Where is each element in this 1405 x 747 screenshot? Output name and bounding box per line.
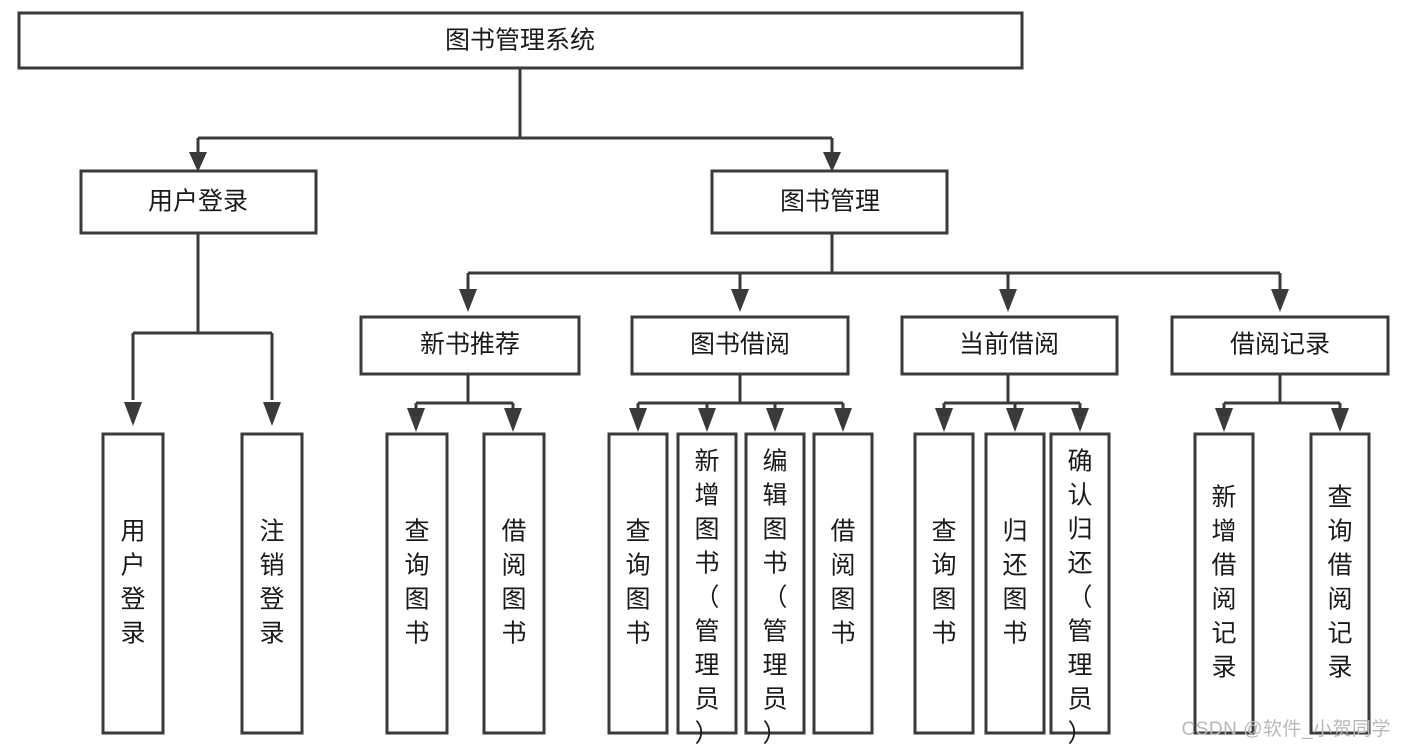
node-leaf-add-book[interactable]: 新增图书（管理员）: [676, 432, 738, 747]
node-user-login-label: 用户登录: [148, 188, 248, 216]
node-new-book-rec-box[interactable]: [359, 315, 581, 376]
node-book-borrow-label: 图书借阅: [690, 331, 790, 359]
node-book-manage-label: 图书管理: [780, 188, 880, 216]
node-new-book-rec[interactable]: 新书推荐: [359, 315, 581, 376]
node-leaf-user-login[interactable]: 用户登录: [101, 432, 165, 735]
arrow-to-leaf-add-book: [698, 408, 716, 432]
node-leaf-confirm-return-box[interactable]: [1049, 432, 1111, 735]
node-leaf-add-record[interactable]: 新增借阅记录: [1193, 432, 1255, 735]
node-leaf-query-book-c[interactable]: 查询图书: [913, 432, 975, 735]
node-leaf-return-book-box[interactable]: [984, 432, 1046, 735]
node-leaf-confirm-return[interactable]: 确认归还（管理员）: [1049, 432, 1111, 747]
arrow-to-leaf-query-book-c: [935, 408, 953, 432]
node-borrow-record-box[interactable]: [1170, 315, 1390, 376]
node-leaf-edit-book-box[interactable]: [744, 432, 806, 735]
node-leaf-user-login-label: 用户登录: [120, 518, 145, 648]
arrow-to-leaf-logout-login: [263, 402, 281, 426]
edge-root-trunk: [196, 68, 834, 158]
arrow-to-leaf-query-record: [1331, 408, 1349, 432]
node-leaf-add-book-box[interactable]: [676, 432, 738, 735]
node-leaf-borrow-book-b[interactable]: 借阅图书: [812, 432, 874, 735]
node-leaf-add-book-label: 新增图书（管理员）: [694, 448, 719, 747]
arrow-to-leaf-borrow-book-b: [834, 408, 852, 432]
node-leaf-query-record-box[interactable]: [1309, 432, 1371, 735]
arrow-to-current-borrow: [999, 289, 1017, 312]
node-book-borrow-box[interactable]: [630, 315, 850, 376]
arrow-to-leaf-borrow-book-a: [504, 408, 522, 432]
arrow-to-leaf-edit-book: [766, 408, 784, 432]
edge-borrow-record-trunk: [1222, 374, 1342, 412]
node-leaf-query-book-a-box[interactable]: [385, 432, 449, 735]
node-leaf-return-book[interactable]: 归还图书: [984, 432, 1046, 735]
node-leaf-logout-login-box[interactable]: [240, 432, 304, 735]
node-book-borrow[interactable]: 图书借阅: [630, 315, 850, 376]
node-leaf-query-record-label: 查询借阅记录: [1327, 484, 1352, 682]
node-book-manage[interactable]: 图书管理: [710, 169, 949, 235]
edge-current-borrow-trunk: [942, 374, 1082, 412]
node-leaf-borrow-book-a-box[interactable]: [482, 432, 546, 735]
edge-user-login-trunk: [131, 233, 274, 400]
arrow-to-leaf-query-book-a: [407, 408, 425, 432]
node-user-login[interactable]: 用户登录: [79, 169, 318, 235]
arrow-to-leaf-return-book: [1006, 408, 1024, 432]
node-leaf-query-book-b-box[interactable]: [607, 432, 669, 735]
node-root-box[interactable]: [17, 11, 1024, 70]
node-current-borrow-label: 当前借阅: [959, 331, 1059, 359]
node-leaf-query-book-c-label: 查询图书: [931, 518, 956, 648]
edge-book-borrow-trunk: [636, 374, 845, 412]
node-leaf-edit-book-label: 编辑图书（管理员）: [762, 448, 787, 747]
edge-book-manage-trunk: [466, 233, 1282, 292]
node-leaf-user-login-box[interactable]: [101, 432, 165, 735]
node-leaf-query-book-a-label: 查询图书: [404, 518, 429, 648]
edge-new-book-rec-trunk: [414, 374, 515, 412]
node-user-login-box[interactable]: [79, 169, 318, 235]
node-leaf-borrow-book-a[interactable]: 借阅图书: [482, 432, 546, 735]
node-leaf-borrow-book-a-label: 借阅图书: [501, 518, 526, 648]
node-leaf-add-record-label: 新增借阅记录: [1211, 484, 1236, 682]
node-borrow-record[interactable]: 借阅记录: [1170, 315, 1390, 376]
node-leaf-logout-login[interactable]: 注销登录: [240, 432, 304, 735]
arrow-to-book-manage: [823, 152, 841, 172]
arrow-to-leaf-query-book-b: [629, 408, 647, 432]
node-root-label: 图书管理系统: [445, 27, 595, 55]
node-leaf-logout-login-label: 注销登录: [259, 518, 284, 648]
node-leaf-query-book-a[interactable]: 查询图书: [385, 432, 449, 735]
arrow-to-user-login: [189, 152, 207, 172]
arrow-to-leaf-add-record: [1215, 408, 1233, 432]
node-leaf-borrow-book-b-box[interactable]: [812, 432, 874, 735]
node-leaf-query-record[interactable]: 查询借阅记录: [1309, 432, 1371, 735]
node-root[interactable]: 图书管理系统: [17, 11, 1024, 70]
connector-layer: [124, 68, 1349, 432]
node-leaf-query-book-b[interactable]: 查询图书: [607, 432, 669, 735]
node-leaf-edit-book[interactable]: 编辑图书（管理员）: [744, 432, 806, 747]
node-leaf-query-book-c-box[interactable]: [913, 432, 975, 735]
arrow-to-leaf-confirm-return: [1071, 408, 1089, 432]
node-leaf-return-book-label: 归还图书: [1002, 518, 1027, 648]
node-leaf-confirm-return-label: 确认归还（管理员）: [1067, 448, 1092, 747]
arrow-to-leaf-user-login: [124, 402, 142, 426]
node-current-borrow-box[interactable]: [900, 315, 1119, 376]
node-leaf-query-book-b-label: 查询图书: [625, 518, 650, 648]
node-leaf-add-record-box[interactable]: [1193, 432, 1255, 735]
arrow-to-book-borrow: [731, 289, 749, 312]
arrow-to-borrow-record: [1271, 289, 1289, 312]
node-borrow-record-label: 借阅记录: [1230, 331, 1330, 359]
node-book-manage-box[interactable]: [710, 169, 949, 235]
node-current-borrow[interactable]: 当前借阅: [900, 315, 1119, 376]
node-new-book-rec-label: 新书推荐: [420, 331, 520, 359]
node-layer: 图书管理系统 用户登录 图书管理 新书推荐 图书借阅: [17, 11, 1390, 747]
node-leaf-borrow-book-b-label: 借阅图书: [830, 518, 855, 648]
arrow-to-new-book-rec: [459, 289, 477, 312]
